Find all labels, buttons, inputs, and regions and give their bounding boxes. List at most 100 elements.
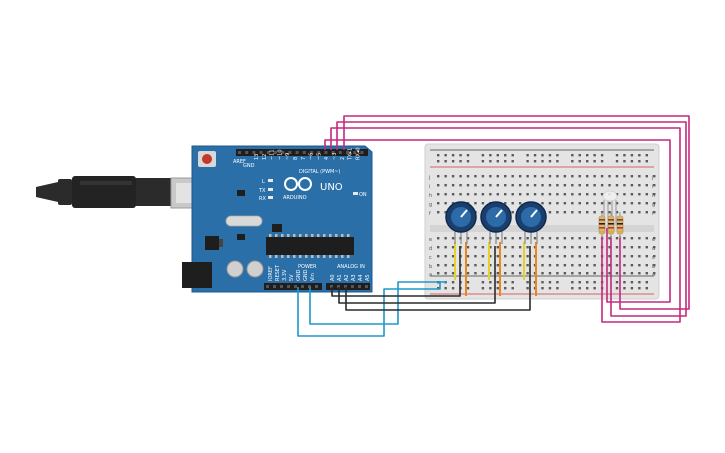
breadboard-hole[interactable] <box>615 264 619 267</box>
breadboard-hole[interactable] <box>578 211 581 214</box>
breadboard-hole[interactable] <box>459 184 462 187</box>
breadboard-hole[interactable] <box>541 246 544 249</box>
breadboard-hole[interactable] <box>638 184 641 187</box>
breadboard-hole[interactable] <box>511 264 514 267</box>
breadboard-hole[interactable] <box>600 154 604 157</box>
breadboard-hole[interactable] <box>645 237 648 240</box>
breadboard-hole[interactable] <box>623 193 626 196</box>
header-pin[interactable] <box>365 285 368 288</box>
breadboard-hole[interactable] <box>504 184 507 187</box>
breadboard-hole[interactable] <box>444 160 447 163</box>
breadboard-hole[interactable] <box>630 154 634 157</box>
breadboard-hole[interactable] <box>608 264 611 267</box>
breadboard-hole[interactable] <box>481 154 485 157</box>
breadboard-hole[interactable] <box>653 202 656 205</box>
breadboard-hole[interactable] <box>586 237 589 240</box>
breadboard-hole[interactable] <box>586 281 589 284</box>
breadboard-hole[interactable] <box>578 255 581 258</box>
breadboard-hole[interactable] <box>586 255 589 258</box>
breadboard-hole[interactable] <box>526 184 529 187</box>
breadboard-hole[interactable] <box>444 272 447 275</box>
breadboard-hole[interactable] <box>653 184 656 187</box>
breadboard-hole[interactable] <box>615 272 619 275</box>
breadboard-hole[interactable] <box>541 160 544 163</box>
breadboard-hole[interactable] <box>496 281 499 284</box>
breadboard-hole[interactable] <box>548 160 552 163</box>
breadboard-hole[interactable] <box>556 184 559 187</box>
potentiometer-icon[interactable] <box>480 201 512 244</box>
header-pin[interactable] <box>238 151 241 154</box>
breadboard-hole[interactable] <box>511 281 514 284</box>
breadboard-hole[interactable] <box>630 272 634 275</box>
breadboard-hole[interactable] <box>496 154 499 157</box>
breadboard-hole[interactable] <box>571 184 574 187</box>
breadboard-hole[interactable] <box>623 264 626 267</box>
breadboard-hole[interactable] <box>578 202 581 205</box>
breadboard-hole[interactable] <box>578 264 581 267</box>
breadboard-hole[interactable] <box>541 255 544 258</box>
breadboard-hole[interactable] <box>586 160 589 163</box>
breadboard-hole[interactable] <box>444 193 447 196</box>
breadboard-hole[interactable] <box>489 287 492 290</box>
breadboard-hole[interactable] <box>474 237 477 240</box>
breadboard-hole[interactable] <box>451 202 455 205</box>
breadboard-hole[interactable] <box>623 272 626 275</box>
header-pin[interactable] <box>273 285 276 288</box>
breadboard-hole[interactable] <box>466 154 470 157</box>
breadboard-hole[interactable] <box>466 184 470 187</box>
breadboard-hole[interactable] <box>645 264 648 267</box>
breadboard-hole[interactable] <box>518 272 522 275</box>
breadboard-hole[interactable] <box>623 246 626 249</box>
breadboard-hole[interactable] <box>511 202 514 205</box>
breadboard-hole[interactable] <box>578 175 581 178</box>
breadboard-hole[interactable] <box>556 272 559 275</box>
breadboard-hole[interactable] <box>653 255 656 258</box>
breadboard-hole[interactable] <box>444 237 447 240</box>
breadboard-hole[interactable] <box>638 281 641 284</box>
breadboard-hole[interactable] <box>526 160 529 163</box>
breadboard-hole[interactable] <box>615 211 619 214</box>
header-pin[interactable] <box>346 151 349 154</box>
breadboard-hole[interactable] <box>481 264 485 267</box>
breadboard-hole[interactable] <box>608 272 611 275</box>
breadboard-hole[interactable] <box>437 175 440 178</box>
breadboard-hole[interactable] <box>653 237 656 240</box>
breadboard-hole[interactable] <box>481 272 485 275</box>
breadboard-hole[interactable] <box>556 160 559 163</box>
breadboard-hole[interactable] <box>593 154 596 157</box>
header-pin[interactable] <box>301 285 304 288</box>
breadboard-hole[interactable] <box>615 237 619 240</box>
breadboard-hole[interactable] <box>638 202 641 205</box>
breadboard-hole[interactable] <box>451 281 455 284</box>
breadboard-hole[interactable] <box>586 264 589 267</box>
breadboard-hole[interactable] <box>518 175 522 178</box>
breadboard-hole[interactable] <box>638 272 641 275</box>
breadboard-hole[interactable] <box>623 255 626 258</box>
breadboard-hole[interactable] <box>593 184 596 187</box>
breadboard-hole[interactable] <box>504 287 507 290</box>
breadboard-hole[interactable] <box>563 237 567 240</box>
breadboard-hole[interactable] <box>593 246 596 249</box>
header-pin[interactable] <box>353 151 357 154</box>
breadboard-hole[interactable] <box>481 160 485 163</box>
breadboard-hole[interactable] <box>541 237 544 240</box>
breadboard-hole[interactable] <box>593 160 596 163</box>
breadboard-hole[interactable] <box>593 202 596 205</box>
breadboard-hole[interactable] <box>533 160 537 163</box>
breadboard-hole[interactable] <box>638 246 641 249</box>
breadboard-hole[interactable] <box>578 287 581 290</box>
breadboard-hole[interactable] <box>466 160 470 163</box>
breadboard-hole[interactable] <box>608 237 611 240</box>
breadboard-hole[interactable] <box>451 175 455 178</box>
breadboard-hole[interactable] <box>444 154 447 157</box>
breadboard-hole[interactable] <box>593 281 596 284</box>
breadboard-hole[interactable] <box>496 246 499 249</box>
breadboard-hole[interactable] <box>623 237 626 240</box>
header-pin[interactable] <box>308 285 311 288</box>
breadboard-hole[interactable] <box>526 154 529 157</box>
breadboard-hole[interactable] <box>504 154 507 157</box>
breadboard-hole[interactable] <box>511 255 514 258</box>
breadboard-hole[interactable] <box>600 184 604 187</box>
breadboard-hole[interactable] <box>466 272 470 275</box>
breadboard-hole[interactable] <box>511 237 514 240</box>
